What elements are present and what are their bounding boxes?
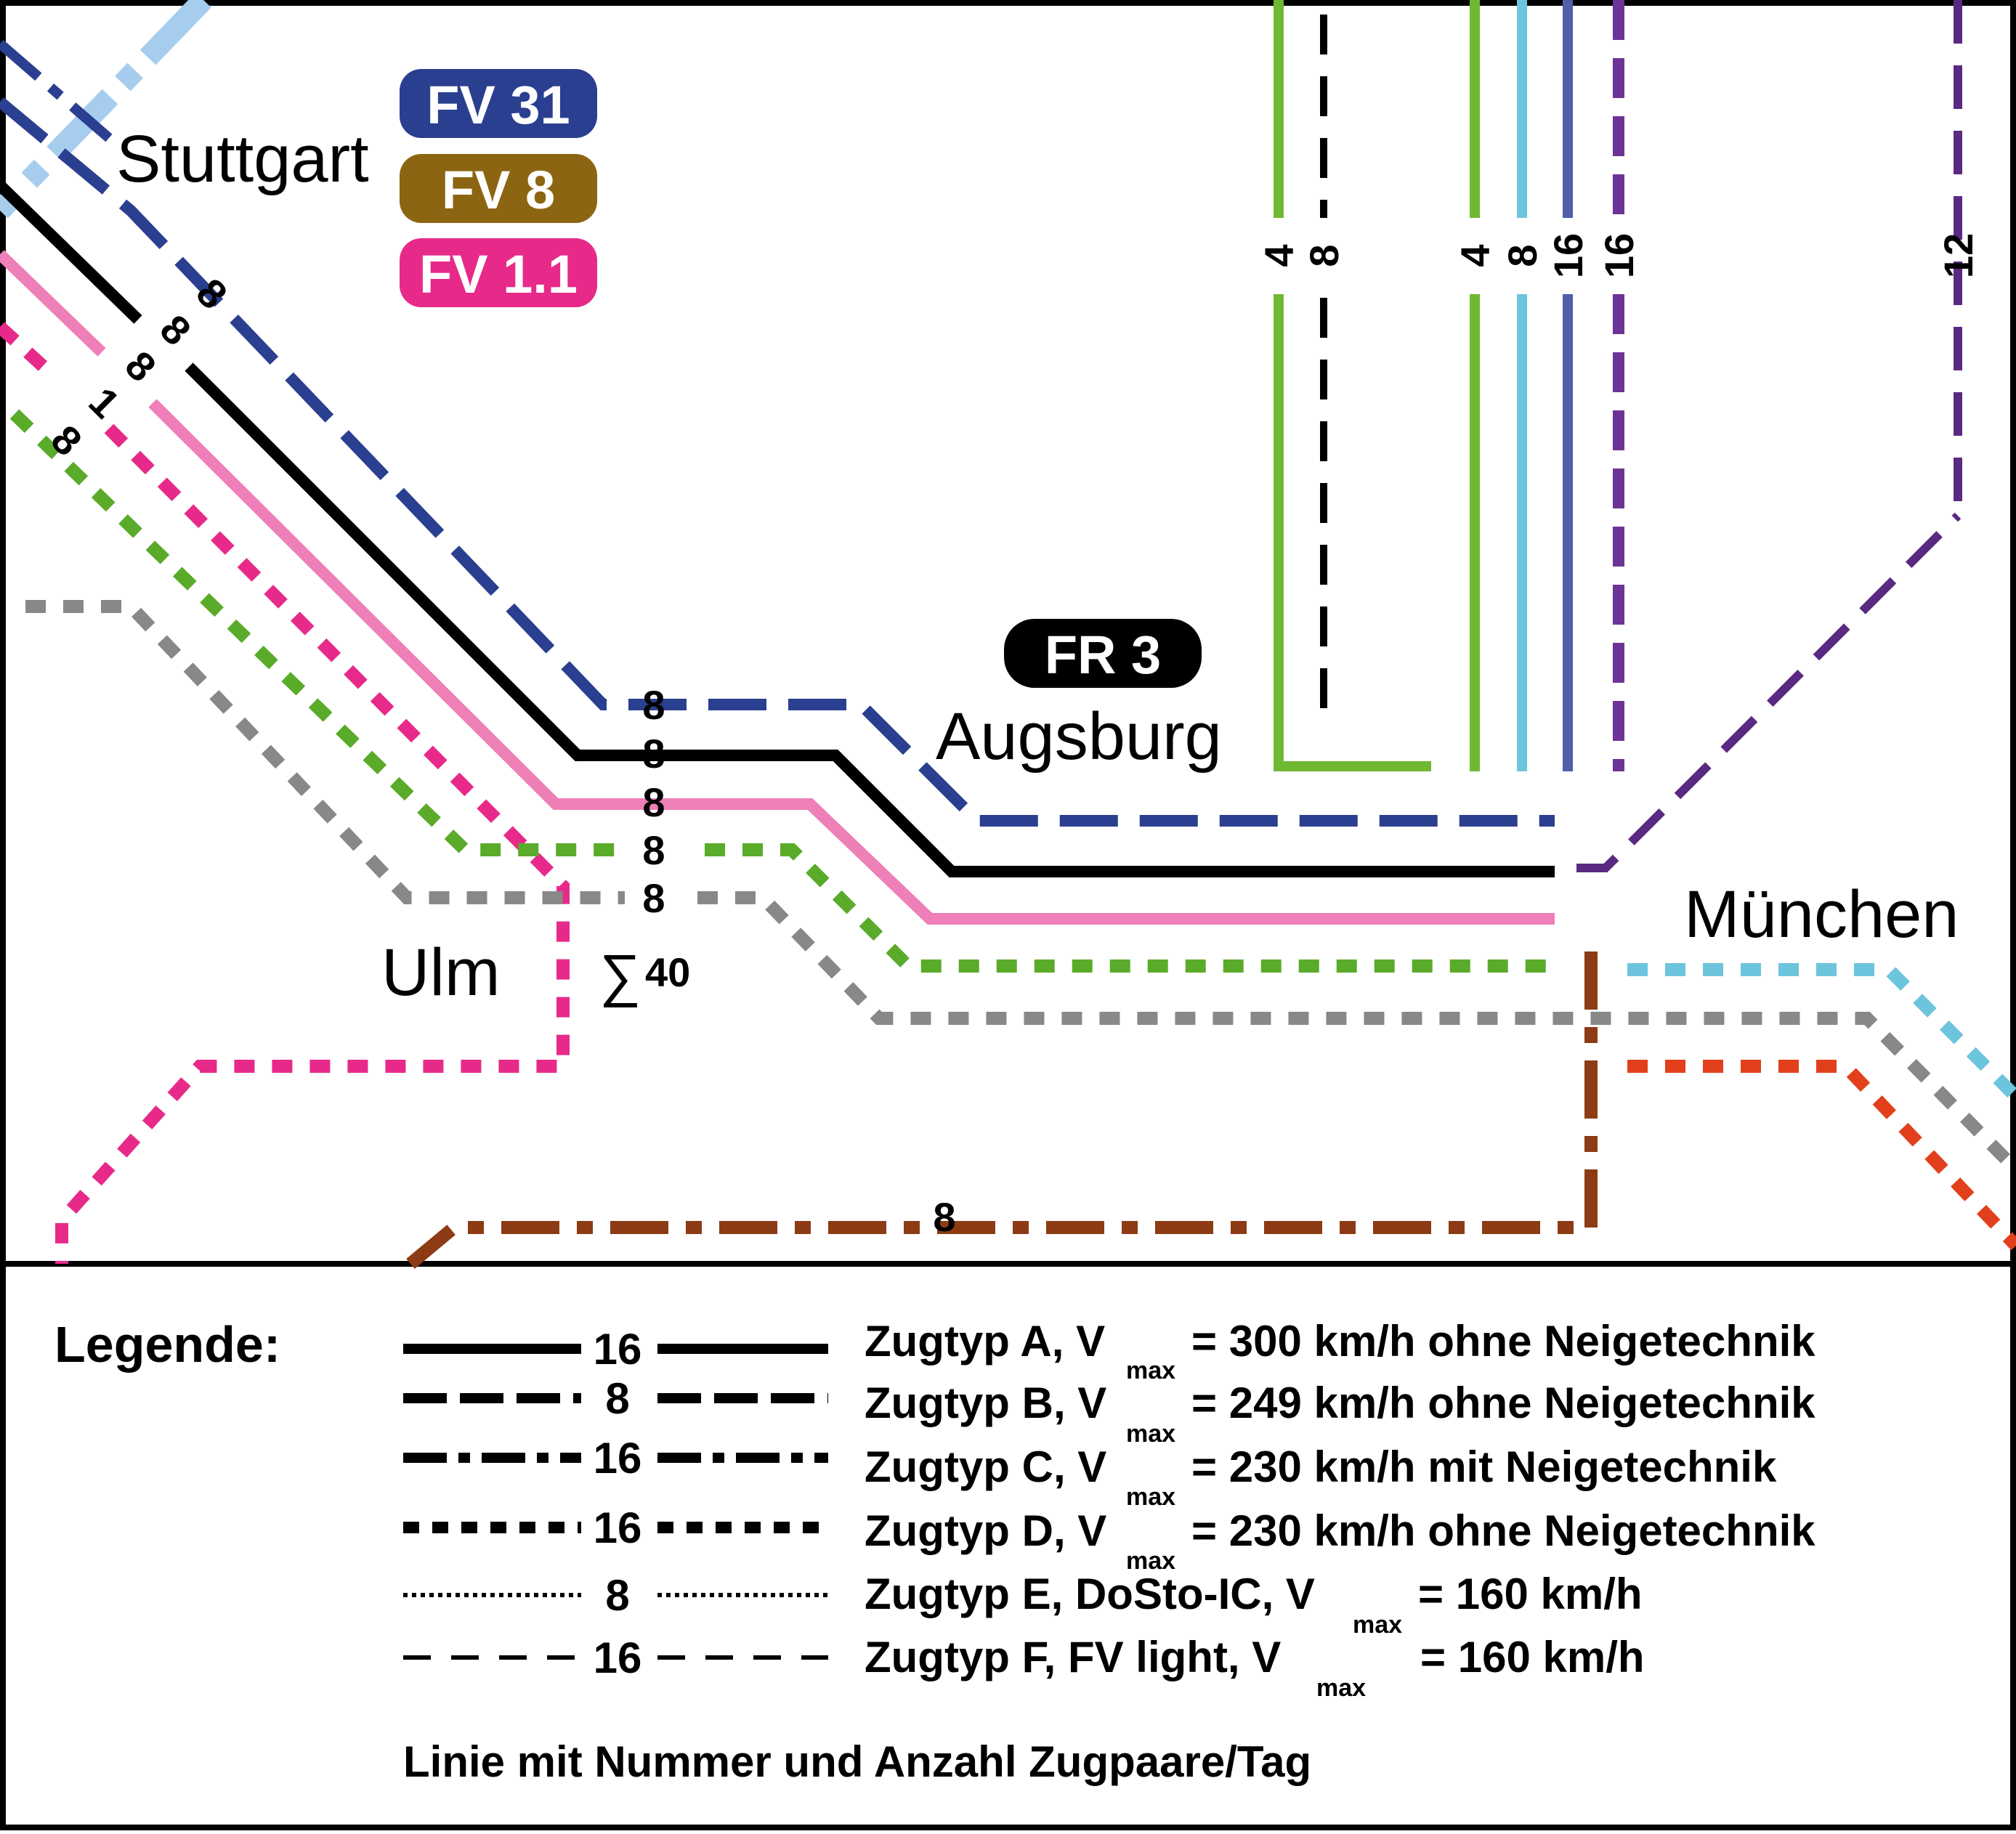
line-fv31 [0, 97, 1555, 827]
legend-f-suffix: = 160 km/h [1420, 1633, 1645, 1681]
line-brown [406, 952, 1598, 1269]
legend-num-f: 16 [594, 1634, 642, 1682]
legend-d-sub: max [1126, 1547, 1175, 1575]
city-muenchen: München [1684, 877, 1959, 952]
line-gray-a [25, 600, 625, 904]
badge-fv31-label: FV 31 [426, 75, 570, 135]
city-augsburg: Augsburg [936, 699, 1222, 774]
vert-num-6: 16 [1596, 233, 1642, 278]
line-orange [1627, 1060, 2016, 1251]
vert-num-4: 8 [1499, 244, 1545, 267]
legend-row-b: Zugtyp B, V max = 249 km/h ohne Neigetec… [865, 1379, 1815, 1448]
ulm-num-4: 8 [642, 827, 665, 873]
line-blue-dashdot [0, 39, 113, 142]
legend-e-sub: max [1353, 1611, 1402, 1639]
legend-a-suffix: = 300 km/h ohne Neigetechnik [1191, 1317, 1815, 1366]
badge-fv8-label: FV 8 [442, 160, 555, 220]
line-gray-b [697, 891, 2016, 1174]
badge-fr3: FR 3 [1004, 619, 1202, 688]
legend-b-prefix: Zugtyp B, V [865, 1379, 1106, 1427]
legend-row-f: Zugtyp F, FV light, V max = 160 km/h [865, 1633, 1645, 1702]
line-green-a [9, 409, 625, 856]
ulm-num-1: 8 [642, 682, 665, 728]
city-ulm: Ulm [381, 936, 501, 1010]
legend-footer: Linie mit Nummer und Anzahl Zugpaare/Tag [403, 1737, 1311, 1786]
legend-num-c: 16 [594, 1434, 642, 1482]
legend-row-a: Zugtyp A, V max = 300 km/h ohne Neigetec… [865, 1317, 1815, 1384]
legend-row-e: Zugtyp E, DoSto-IC, V max = 160 km/h [865, 1570, 1643, 1639]
badge-fv31: FV 31 [400, 69, 597, 138]
line-pink-a [0, 250, 106, 357]
legend: Legende: 16 8 16 16 8 16 [54, 1316, 1815, 1786]
vert-num-5: 16 [1545, 233, 1591, 278]
legend-num-e: 8 [605, 1571, 629, 1620]
line-pink-b [148, 399, 1555, 925]
line-purple-diag [1576, 512, 1962, 872]
vertical-numbers: 4 8 4 8 16 16 12 [1256, 233, 1981, 278]
bottom-num: 8 [933, 1194, 955, 1240]
vert-num-2: 8 [1301, 244, 1347, 267]
ulm-num-5: 8 [642, 875, 665, 921]
legend-d-suffix: = 230 km/h ohne Neigetechnik [1191, 1506, 1815, 1555]
legend-e-suffix: = 160 km/h [1418, 1570, 1643, 1618]
legend-c-suffix: = 230 km/h mit Neigetechnik [1191, 1443, 1777, 1491]
legend-e-prefix: Zugtyp E, DoSto-IC, V [865, 1570, 1315, 1618]
legend-a-prefix: Zugtyp A, V [865, 1317, 1105, 1366]
legend-num-b: 8 [605, 1374, 629, 1423]
legend-c-prefix: Zugtyp C, V [865, 1443, 1106, 1491]
legend-b-suffix: = 249 km/h ohne Neigetechnik [1191, 1379, 1815, 1427]
vert-num-7: 12 [1935, 233, 1981, 278]
legend-f-sub: max [1316, 1674, 1366, 1702]
badge-fv11: FV 1.1 [400, 238, 597, 307]
line-black-a [0, 181, 142, 324]
line-lime-1b [1274, 294, 1431, 771]
ulm-num-3: 8 [642, 779, 665, 825]
line-light-blue [0, 0, 211, 219]
legend-d-prefix: Zugtyp D, V [865, 1506, 1106, 1555]
legend-row-d: Zugtyp D, V max = 230 km/h ohne Neigetec… [865, 1506, 1815, 1575]
badge-fr3-label: FR 3 [1045, 625, 1161, 685]
line-fv11 [55, 423, 570, 1264]
line-cyan-right [1627, 963, 2016, 1102]
badge-fv11-label: FV 1.1 [419, 244, 578, 304]
legend-num-d: 16 [594, 1504, 642, 1552]
legend-a-sub: max [1126, 1357, 1175, 1384]
legend-f-prefix: Zugtyp F, FV light, V [865, 1633, 1281, 1681]
legend-c-sub: max [1126, 1483, 1175, 1511]
line-green-b [705, 843, 1555, 973]
map-area: FV 31 FV 8 FV 1.1 FR 3 Stuttgart Ulm Aug… [0, 0, 2016, 1269]
city-stuttgart: Stuttgart [116, 122, 369, 196]
badge-fv8: FV 8 [400, 154, 597, 223]
line-magenta-a [0, 322, 49, 372]
vert-num-1: 4 [1256, 244, 1302, 267]
line-black-b [185, 362, 1555, 877]
vert-num-3: 4 [1452, 244, 1498, 267]
legend-num-a: 16 [594, 1325, 642, 1374]
ulm-num-2: 8 [642, 731, 665, 776]
sum-value: 40 [645, 949, 690, 995]
legend-title: Legende: [54, 1316, 280, 1373]
legend-row-c: Zugtyp C, V max = 230 km/h mit Neigetech… [865, 1443, 1777, 1511]
legend-b-sub: max [1126, 1420, 1175, 1448]
legend-samples [403, 1344, 828, 1660]
sum-symbol: ∑ [599, 943, 641, 1007]
ulm-numbers: 8 8 8 8 8 ∑ 40 [599, 682, 690, 1007]
